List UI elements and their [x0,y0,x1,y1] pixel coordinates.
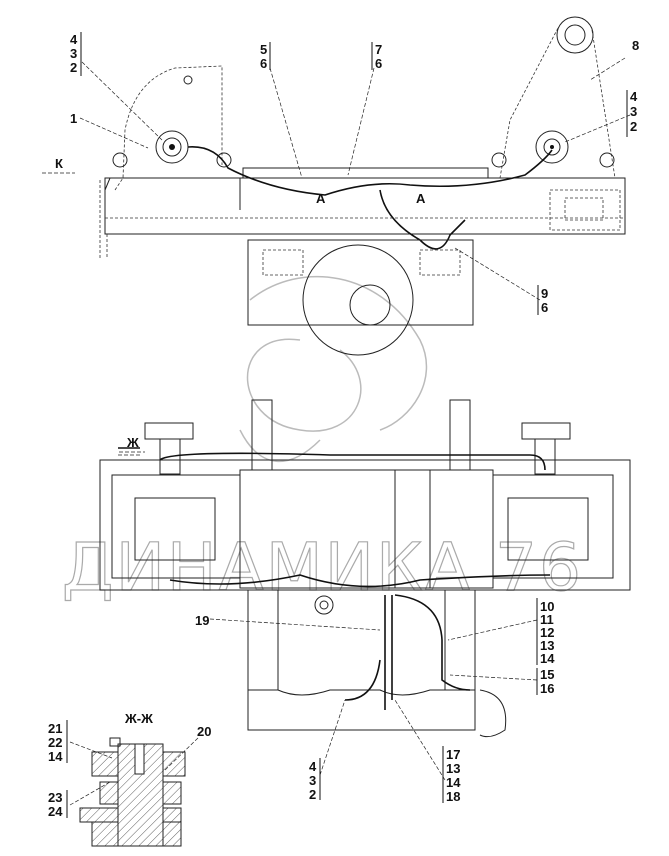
callout-1: 1 [70,111,77,126]
callout-16: 16 [540,681,554,696]
leader-lines [42,57,631,806]
callout-24: 24 [48,804,63,819]
callout-10: 10 [540,599,554,614]
callout-17: 17 [446,747,460,762]
callout-18: 18 [446,789,460,804]
callout-15: 15 [540,667,554,682]
middle-view [99,399,631,738]
callout-6b: 6 [375,56,382,71]
watermark-text: ДИНАМИКА 76 [62,529,583,606]
top-view [99,16,626,356]
watermark-logo [239,275,428,463]
callout-6: 6 [260,56,267,71]
callout-22: 22 [48,735,62,750]
callout-11: 11 [540,612,554,627]
callout-2b: 2 [309,787,316,802]
callout-2r: 2 [630,119,637,134]
callout-14b: 14 [48,749,63,764]
callout-5: 5 [260,42,267,57]
callout-23: 23 [48,790,62,805]
callout-12: 12 [540,625,554,640]
callout-14c: 14 [446,775,461,790]
callout-13b: 13 [446,761,460,776]
view-k-label: К [55,156,63,171]
section-zh [79,737,186,847]
callout-3r: 3 [630,104,637,119]
callout-4b: 4 [309,759,317,774]
callout-4: 4 [70,32,78,47]
callout-13: 13 [540,638,554,653]
callout-6c: 6 [541,300,548,315]
callout-3: 3 [70,46,77,61]
callout-4r: 4 [630,89,638,104]
callout-bars [66,32,628,818]
callout-14: 14 [540,651,555,666]
section-a-left: А [316,191,326,206]
view-zh-label: Ж [126,435,139,450]
callout-21: 21 [48,721,62,736]
callout-2: 2 [70,60,77,75]
callout-8: 8 [632,38,639,53]
section-zh-title: Ж-Ж [124,711,153,726]
callout-9: 9 [541,286,548,301]
callout-19: 19 [195,613,209,628]
callout-20: 20 [197,724,211,739]
callout-7: 7 [375,42,382,57]
callout-3b: 3 [309,773,316,788]
section-a-right: А [416,191,426,206]
